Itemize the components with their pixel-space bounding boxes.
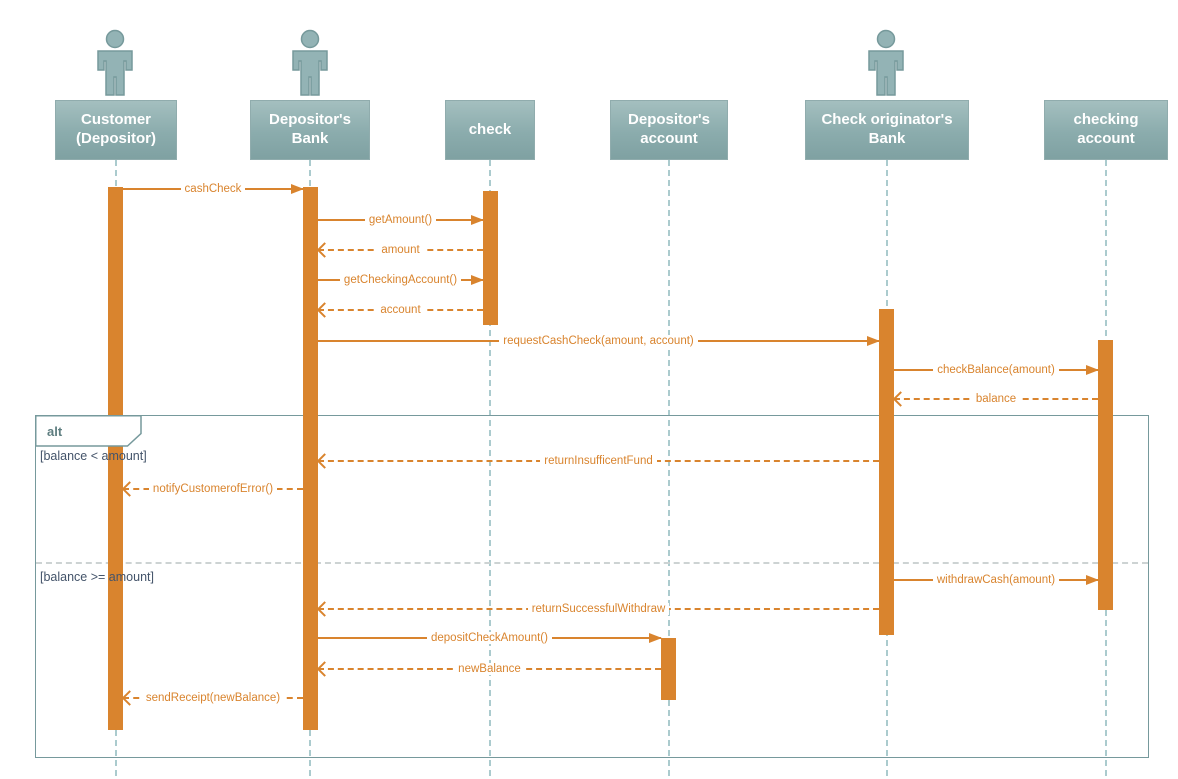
arrowhead-open-left-icon bbox=[316, 601, 333, 617]
lifeline-check bbox=[489, 160, 491, 776]
message-returninsufficentfund: returnInsufficentFund bbox=[316, 452, 879, 470]
activation-customer-depositor bbox=[108, 187, 123, 730]
message-label: notifyCustomerofError() bbox=[148, 483, 278, 495]
lifeline-depositors-account bbox=[668, 160, 670, 776]
activation-depositors-account bbox=[661, 638, 676, 700]
message-account-return: account bbox=[316, 301, 483, 319]
activation-depositors-bank bbox=[303, 187, 318, 730]
lifeline-header-check-originators-bank: Check originator's Bank bbox=[805, 100, 969, 160]
message-label: depositCheckAmount() bbox=[427, 632, 552, 644]
message-label: getAmount() bbox=[364, 214, 437, 226]
message-label: withdrawCash(amount) bbox=[932, 574, 1060, 586]
message-cashcheck: cashCheck bbox=[123, 180, 304, 198]
arrowhead-open-left-icon bbox=[121, 481, 138, 497]
message-label: account bbox=[376, 304, 425, 316]
guard-balance-lt-amount: [balance < amount] bbox=[40, 449, 147, 463]
message-label: returnSuccessfulWithdraw bbox=[527, 603, 670, 615]
message-checkbalance: checkBalance(amount) bbox=[894, 361, 1099, 379]
arrowhead-solid-right-icon bbox=[1086, 575, 1099, 585]
lifeline-header-customer-depositor: Customer (Depositor) bbox=[55, 100, 177, 160]
lifeline-header-checking-account: checking account bbox=[1044, 100, 1168, 160]
message-depositcheckamount: depositCheckAmount() bbox=[318, 629, 662, 647]
svg-text:alt: alt bbox=[47, 424, 63, 439]
message-balance-return: balance bbox=[892, 390, 1098, 408]
arrowhead-solid-right-icon bbox=[471, 215, 484, 225]
arrowhead-solid-right-icon bbox=[867, 336, 880, 346]
lifeline-header-depositors-bank: Depositor's Bank bbox=[250, 100, 370, 160]
arrowhead-open-left-icon bbox=[316, 661, 333, 677]
message-label: newBalance bbox=[454, 663, 525, 675]
alt-divider bbox=[36, 562, 1148, 564]
arrowhead-open-left-icon bbox=[316, 302, 333, 318]
activation-check-originators-bank bbox=[879, 309, 894, 635]
actor-icon-customer bbox=[97, 29, 133, 96]
message-notifycustomeroferror: notifyCustomerofError() bbox=[121, 480, 303, 498]
message-withdrawcash: withdrawCash(amount) bbox=[894, 571, 1099, 589]
actor-icon-depositors-bank bbox=[292, 29, 328, 96]
arrowhead-open-left-icon bbox=[892, 391, 909, 407]
arrowhead-open-left-icon bbox=[316, 242, 333, 258]
message-label: amount bbox=[377, 244, 424, 256]
message-sendreceipt: sendReceipt(newBalance) bbox=[121, 689, 303, 707]
message-amount-return: amount bbox=[316, 241, 483, 259]
message-newbalance-return: newBalance bbox=[316, 660, 661, 678]
arrowhead-solid-right-icon bbox=[649, 633, 662, 643]
arrowhead-open-left-icon bbox=[121, 690, 138, 706]
message-getamount: getAmount() bbox=[318, 211, 484, 229]
message-label: returnInsufficentFund bbox=[540, 455, 657, 467]
message-label: getCheckingAccount() bbox=[339, 274, 462, 286]
message-getcheckingaccount: getCheckingAccount() bbox=[318, 271, 484, 289]
message-label: cashCheck bbox=[180, 183, 246, 195]
lifeline-header-check: check bbox=[445, 100, 535, 160]
arrowhead-solid-right-icon bbox=[1086, 365, 1099, 375]
arrowhead-open-left-icon bbox=[316, 453, 333, 469]
activation-checking-account bbox=[1098, 340, 1113, 610]
message-requestcashcheck: requestCashCheck(amount, account) bbox=[318, 332, 880, 350]
arrowhead-solid-right-icon bbox=[471, 275, 484, 285]
message-label: requestCashCheck(amount, account) bbox=[499, 335, 698, 347]
lifeline-header-depositors-account: Depositor's account bbox=[610, 100, 728, 160]
message-label: checkBalance(amount) bbox=[933, 364, 1059, 376]
alt-fragment bbox=[35, 415, 1149, 758]
guard-balance-gte-amount: [balance >= amount] bbox=[40, 570, 154, 584]
message-label: sendReceipt(newBalance) bbox=[141, 692, 285, 704]
alt-operator-label: alt bbox=[35, 415, 142, 447]
activation-check bbox=[483, 191, 498, 325]
message-returnsuccessfulwithdraw: returnSuccessfulWithdraw bbox=[316, 600, 879, 618]
actor-icon-check-originators-bank bbox=[868, 29, 904, 96]
message-label: balance bbox=[971, 393, 1021, 405]
arrowhead-solid-right-icon bbox=[291, 184, 304, 194]
